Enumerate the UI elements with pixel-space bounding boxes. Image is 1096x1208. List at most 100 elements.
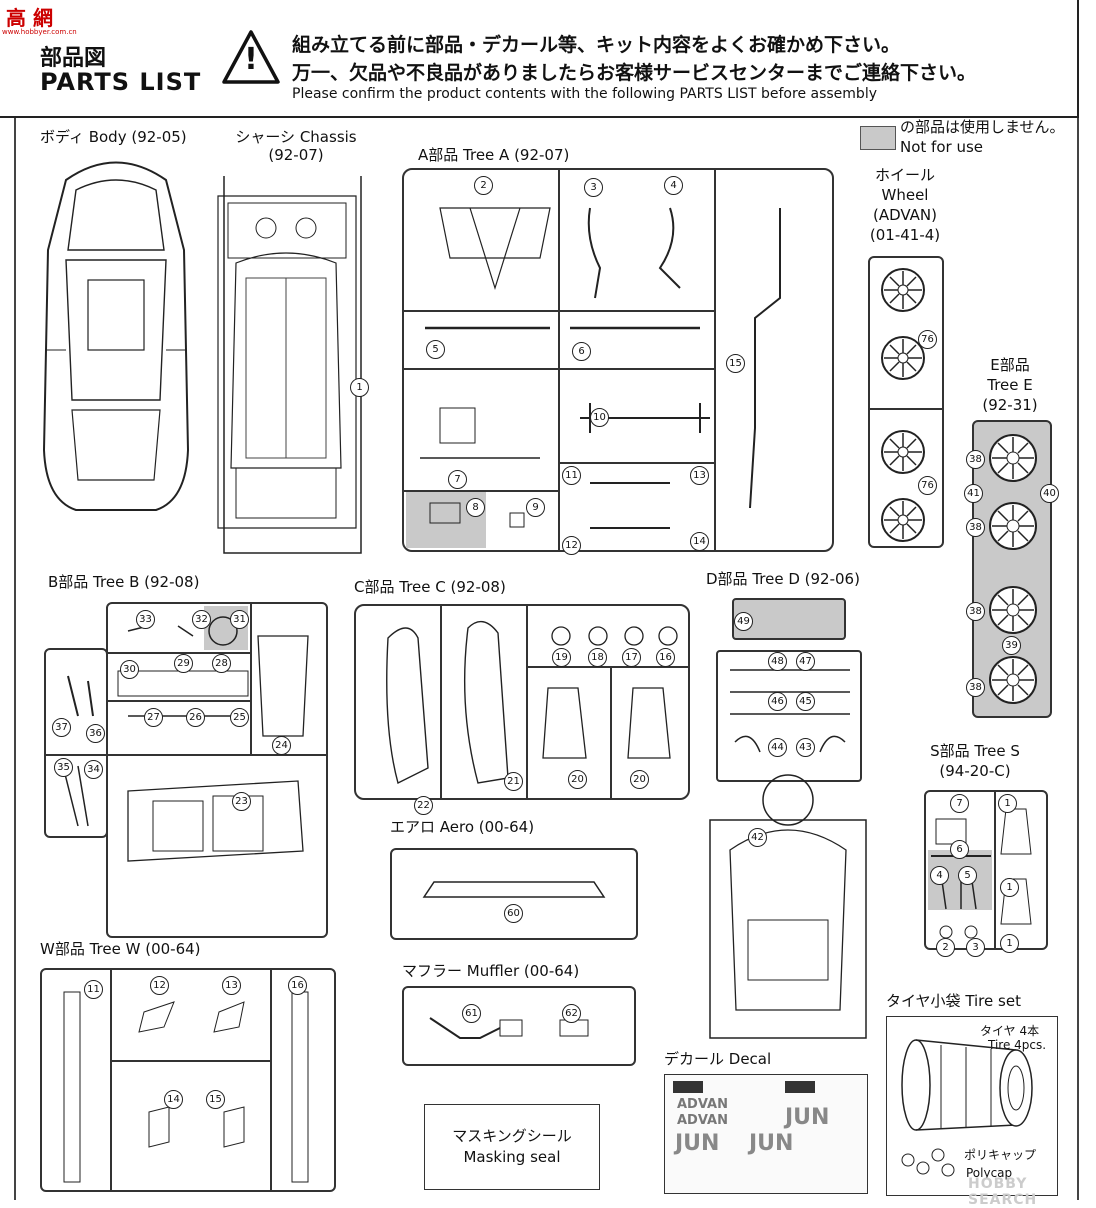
part-number: 11 [84,980,103,999]
masking-label-jp: マスキングシール [452,1127,572,1145]
part-number: 38 [966,450,985,469]
wheel-icon [989,434,1037,482]
part-number: 62 [562,1004,581,1023]
part-number: 32 [192,610,211,629]
tree-b-runner-h1 [108,652,250,654]
part-number: 25 [230,708,249,727]
site-logo: 高 網 [6,2,53,31]
tree-s-label-2: (94-20-C) [939,762,1011,780]
tree-w-runner-v1 [110,970,112,1190]
tree-w-runner-h [112,1060,270,1062]
part-number: 45 [796,692,815,711]
part-number: 1 [1000,878,1019,897]
tree-c-frame [354,604,690,800]
tree-s-label-1: S部品 Tree S [930,742,1020,760]
decal-text-2: ADVAN [677,1113,728,1128]
part-number: 27 [144,708,163,727]
part-number: 40 [1040,484,1059,503]
tree-d-large-part [709,774,867,1039]
wheel-divider [869,408,943,410]
decal-sheet: ADVAN ADVAN JUN JUN JUN [664,1074,868,1194]
header-border-bottom [0,116,1079,118]
tire-set-bag [886,1016,1058,1196]
part-number: 2 [936,938,955,957]
part-number: 7 [448,470,467,489]
part-number: 38 [966,518,985,537]
tree-a-label: A部品 Tree A (92-07) [418,146,570,164]
tree-s-label: S部品 Tree S (94-20-C) [910,742,1040,780]
warning-jp-line2: 万一、欠品や不良品がありましたらお客様サービスセンターまでご連絡下さい。 [292,62,977,84]
logo-url: www.hobbyer.com.cn [2,28,77,36]
part-number: 23 [232,792,251,811]
wheel-label-4: (01-41-4) [869,226,941,244]
header-border-right [1077,0,1079,118]
part-number: 41 [964,484,983,503]
tree-c-parts-drawing [386,620,678,785]
wheel-label-2: Wheel [881,186,929,204]
page-right-border [1077,118,1079,1200]
chassis-drawing [217,176,362,554]
tree-a-runner-v1 [558,170,560,550]
part-number: 20 [568,770,587,789]
tree-s-runner-v [994,792,996,948]
logo-text: 高 網 [6,6,53,30]
part-number: 28 [212,654,231,673]
page-title-en: PARTS LIST [40,68,202,96]
body-label: ボディ Body (92-05) [40,128,187,146]
part-number: 13 [222,976,241,995]
part-number: 34 [84,760,103,779]
part-number: 1 [1000,934,1019,953]
tree-c-runner-v1 [440,606,442,798]
decal-text-5: JUN [749,1131,794,1156]
part-number: 18 [588,648,607,667]
part-number: 61 [462,1004,481,1023]
tree-w-runner-v2 [270,970,272,1190]
decal-text-1: ADVAN [677,1097,728,1112]
part-number: 19 [552,648,571,667]
tree-a-runner-v2 [714,170,716,550]
part-number: 49 [734,612,753,631]
part-number: 39 [1002,636,1021,655]
part-number: 15 [726,354,745,373]
wheel-icon [989,656,1037,704]
tree-c-runner-v2 [526,606,528,798]
warning-jp-line1: 組み立てる前に部品・デカール等、キット内容をよくお確かめ下さい。 [292,34,901,56]
part-number: 1 [998,794,1017,813]
wheel-icon [989,586,1037,634]
legend-line2: Not for use [900,138,983,156]
tree-d-frame [716,650,862,782]
wheel-label: ホイール Wheel (ADVAN) (01-41-4) [850,166,960,244]
part-number: 14 [690,532,709,551]
chassis-label: シャーシ Chassis (92-07) [226,128,366,164]
part-number: 35 [54,758,73,777]
part-number: 30 [120,660,139,679]
tire-stack-drawing [901,1039,1033,1131]
part-number: 13 [690,466,709,485]
part-number: 5 [426,340,445,359]
muffler-parts-drawing [429,1017,589,1039]
chassis-label-2: (92-07) [268,146,324,164]
part-number: 31 [230,610,249,629]
tree-a-runner-h1 [404,310,714,312]
car-body-drawing [42,161,190,511]
tree-a-parts-drawing [420,207,781,529]
part-number: 14 [164,1090,183,1109]
part-number: 48 [768,652,787,671]
part-number: 12 [562,536,581,555]
tree-e-label: E部品 Tree E (92-31) [960,356,1060,414]
wheel-label-3: (ADVAN) [872,206,938,224]
decal-label: デカール Decal [664,1050,772,1068]
tree-e-label-2: Tree E [987,376,1033,394]
tree-w-parts-drawing [63,991,309,1183]
part-number: 8 [466,498,485,517]
page-left-border [14,118,16,1200]
part-number: 4 [930,866,949,885]
not-for-use-swatch [860,126,896,150]
part-number: 29 [174,654,193,673]
wheel-icon [881,498,925,542]
part-number: 2 [474,176,493,195]
part-number: 6 [950,840,969,859]
part-number: 43 [796,738,815,757]
tree-b-runner-h2 [108,700,250,702]
decal-text-4: JUN [785,1105,830,1130]
